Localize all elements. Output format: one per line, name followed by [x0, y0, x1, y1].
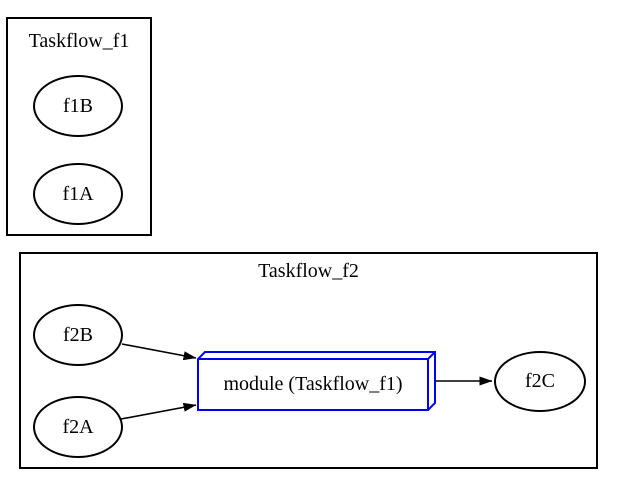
node-f2A: f2A [33, 396, 123, 458]
node-f2C: f2C [494, 351, 586, 412]
node-f1A: f1A [33, 163, 123, 225]
node-f2B: f2B [33, 304, 123, 366]
node-f2A-label: f2A [62, 415, 94, 438]
cluster-taskflow-f2: Taskflow_f2 [19, 252, 598, 469]
node-f1B: f1B [33, 75, 123, 137]
node-module-label: module (Taskflow_f1) [223, 373, 403, 395]
node-f1B-label: f1B [63, 94, 93, 117]
cluster-taskflow-f1-title: Taskflow_f1 [28, 30, 130, 52]
cluster-taskflow-f2-title: Taskflow_f2 [258, 260, 359, 282]
node-module: module (Taskflow_f1) [198, 359, 428, 410]
node-f2C-label: f2C [525, 370, 555, 392]
node-f1A-label: f1A [62, 182, 94, 205]
cluster-taskflow-f1: Taskflow_f1 [6, 17, 152, 236]
node-f2B-label: f2B [63, 323, 93, 346]
